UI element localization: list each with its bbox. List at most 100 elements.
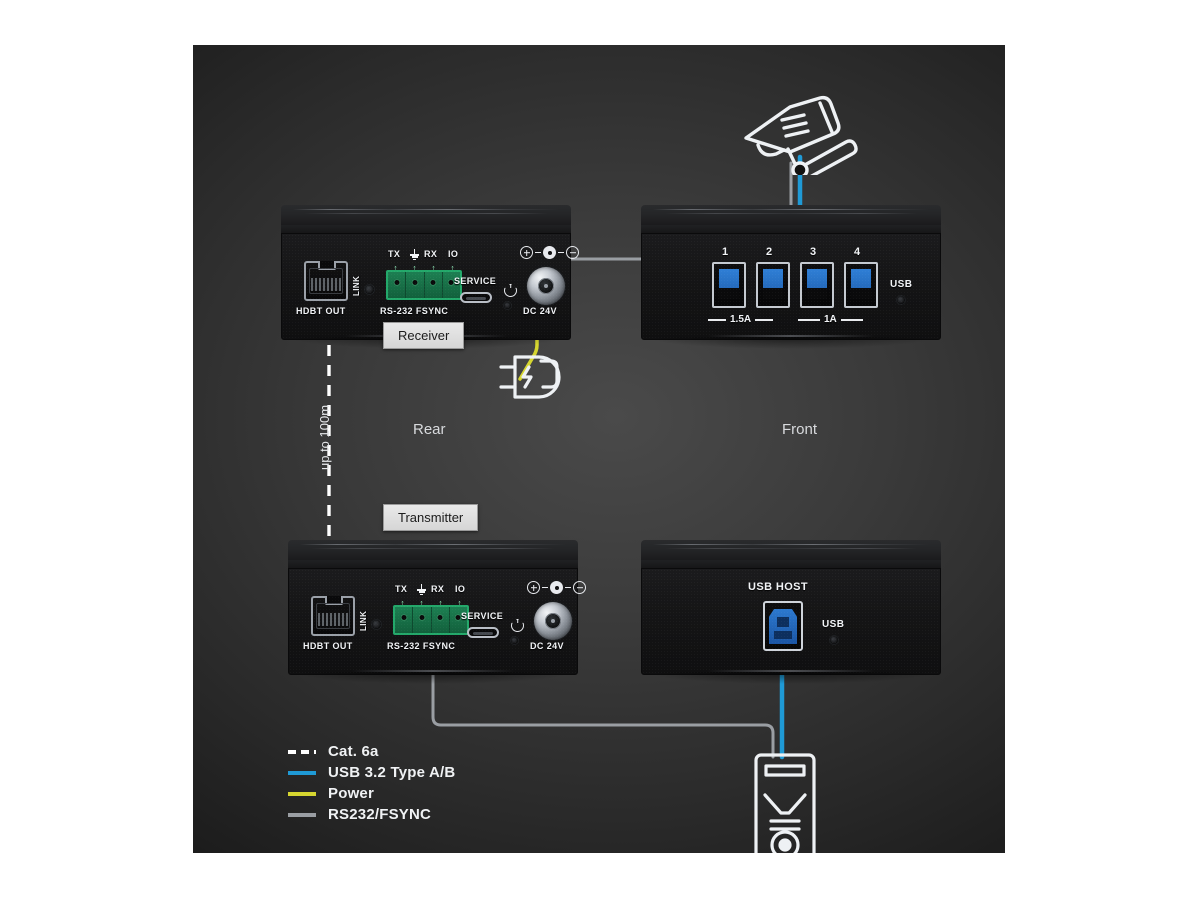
- usb-port-3-number: 3: [810, 246, 817, 258]
- usb-a-port-1[interactable]: [712, 262, 746, 308]
- link-label-receiver: LINK: [352, 275, 361, 296]
- usb-port-4-number: 4: [854, 246, 861, 258]
- receiver-rear-bevel: [281, 225, 571, 235]
- receiver-front-faceplate: 1 2 3 4 USB: [641, 233, 941, 340]
- front-section-label: Front: [782, 421, 818, 438]
- rj45-inner: [309, 268, 343, 294]
- legend-swatch-usb: [288, 770, 316, 775]
- terminal-slot[interactable]: [432, 607, 450, 633]
- receiver-front-bevel: [641, 225, 941, 235]
- receiver-rear-top-cover: [281, 205, 571, 227]
- receiver-badge: Receiver: [383, 322, 465, 349]
- usb-led-label-receiver: USB: [890, 279, 913, 290]
- power-plug-icon: [493, 345, 563, 411]
- amp-bracket-1a: 1A: [798, 314, 882, 325]
- legend-swatch-power: [288, 791, 316, 796]
- dc-polarity-icon-receiver: [520, 246, 579, 259]
- ptz-camera-icon: [728, 90, 868, 179]
- tx-label-receiver: TX: [388, 249, 401, 259]
- link-led-transmitter: [372, 620, 381, 629]
- legend-label-power: Power: [328, 785, 375, 802]
- rj45-inner: [316, 603, 350, 629]
- usb-host-label: USB HOST: [748, 581, 809, 593]
- usb-port-1-number: 1: [722, 246, 729, 258]
- legend-item-power: Power: [288, 783, 455, 804]
- hdbt-out-rj45-port-transmitter[interactable]: [311, 596, 355, 636]
- io-label-receiver: IO: [448, 249, 459, 259]
- dc24v-label-transmitter: DC 24V: [530, 641, 564, 651]
- receiver-front-device: 1 2 3 4 USB: [641, 205, 941, 349]
- rx-label-transmitter: RX: [431, 584, 445, 594]
- cable-layer: [327, 154, 803, 760]
- transmitter-front-bevel: [641, 560, 941, 570]
- rs232-fsync-terminal-block-transmitter[interactable]: [393, 605, 469, 635]
- power-led-receiver: [504, 302, 511, 309]
- service-usbc-port-receiver[interactable]: [460, 292, 492, 303]
- rx-label-receiver: RX: [424, 249, 438, 259]
- legend-swatch-cat6a: [288, 749, 316, 754]
- device-shadow: [647, 337, 935, 349]
- transmitter-front-device: USB HOST USB: [641, 540, 941, 684]
- chassis-lip: [707, 670, 875, 672]
- desktop-tower-icon: [749, 750, 821, 853]
- amp-label-1-5a: 1.5A: [730, 314, 752, 325]
- rj45-pins: [311, 278, 341, 291]
- amp-label-1a: 1A: [824, 314, 837, 325]
- power-glyph-icon-transmitter: [511, 619, 524, 632]
- rj45-notch-icon: [318, 261, 336, 270]
- legend-item-rs232: RS232/FSYNC: [288, 804, 455, 825]
- legend-label-cat6a: Cat. 6a: [328, 743, 379, 760]
- distance-label: up to 100m: [317, 404, 332, 470]
- transmitter-rear-bevel: [288, 560, 578, 570]
- dc24v-jack-transmitter[interactable]: [534, 602, 572, 640]
- terminal-slot[interactable]: [388, 272, 407, 298]
- usb-status-led-receiver: [897, 296, 905, 304]
- hdbt-out-rj45-port-receiver[interactable]: [304, 261, 348, 301]
- usb-led-label-transmitter: USB: [822, 619, 845, 630]
- legend-item-cat6a: Cat. 6a: [288, 741, 455, 762]
- usb-b-host-port[interactable]: [763, 601, 803, 651]
- link-led-receiver: [365, 285, 374, 294]
- rj45-notch-icon: [325, 596, 343, 605]
- usb-a-port-4[interactable]: [844, 262, 878, 308]
- rear-section-label: Rear: [413, 421, 446, 438]
- dc-polarity-icon-transmitter: [527, 581, 586, 594]
- transmitter-rear-faceplate: HDBT OUT LINK TX RX IO ↑↑↑↑: [288, 568, 586, 675]
- chassis-lip: [707, 335, 875, 337]
- transmitter-front-top-cover: [641, 540, 941, 562]
- rj45-pins: [318, 613, 348, 626]
- legend-swatch-rs232: [288, 812, 316, 817]
- dc24v-jack-receiver[interactable]: [527, 267, 565, 305]
- transmitter-front-faceplate: USB HOST USB: [641, 568, 941, 675]
- usb-a-port-2[interactable]: [756, 262, 790, 308]
- receiver-front-top-cover: [641, 205, 941, 227]
- hdbt-out-label-transmitter: HDBT OUT: [303, 641, 353, 651]
- service-label-receiver: SERVICE: [454, 276, 497, 286]
- tx-label-transmitter: TX: [395, 584, 408, 594]
- rs232-fsync-label-receiver: RS-232 FSYNC: [380, 306, 449, 316]
- amp-bracket-1-5a: 1.5A: [708, 314, 792, 325]
- device-shadow: [294, 672, 572, 684]
- cable-rs232-transmitter: [431, 673, 775, 759]
- terminal-slot[interactable]: [425, 272, 443, 298]
- terminal-slot[interactable]: [413, 607, 432, 633]
- service-usbc-port-transmitter[interactable]: [467, 627, 499, 638]
- rs232-fsync-terminal-block-receiver[interactable]: [386, 270, 462, 300]
- link-label-transmitter: LINK: [359, 610, 368, 631]
- power-glyph-icon-receiver: [504, 284, 517, 297]
- diagram-panel: HDBT OUT LINK TX RX IO ↑↑↑↑: [193, 45, 1005, 853]
- device-shadow: [647, 672, 935, 684]
- legend-label-rs232: RS232/FSYNC: [328, 806, 432, 823]
- legend-label-usb: USB 3.2 Type A/B: [328, 764, 456, 781]
- io-label-transmitter: IO: [455, 584, 466, 594]
- hdbt-out-label-receiver: HDBT OUT: [296, 306, 346, 316]
- ground-symbol-icon-receiver: [410, 249, 419, 260]
- usb-a-port-3[interactable]: [800, 262, 834, 308]
- transmitter-rear-top-cover: [288, 540, 578, 562]
- terminal-slot[interactable]: [395, 607, 414, 633]
- usb-port-2-number: 2: [766, 246, 773, 258]
- transmitter-badge: Transmitter: [383, 504, 479, 531]
- terminal-slot[interactable]: [406, 272, 425, 298]
- usb-status-led-transmitter: [830, 636, 838, 644]
